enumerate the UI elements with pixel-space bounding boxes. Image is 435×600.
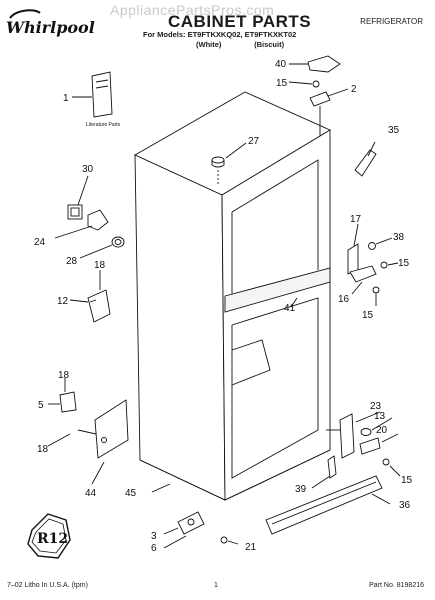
top-hinge-assembly: [307, 55, 341, 136]
callout-18-lower: 18: [37, 444, 49, 455]
callout-12: 12: [57, 296, 69, 307]
callout-38: 38: [393, 232, 405, 243]
center-hinge-assembly: [347, 242, 388, 294]
appliance-type: REFRIGERATOR: [360, 17, 423, 26]
callout-17: 17: [350, 214, 362, 225]
r12-badge-text: R12: [37, 531, 68, 547]
color-biscuit: (Biscuit): [254, 40, 285, 49]
footer-page-number: 1: [214, 582, 218, 589]
callout-21: 21: [245, 542, 257, 553]
footer-part-number: Part No. 8198216: [369, 582, 424, 589]
callout-35: 35: [388, 125, 400, 136]
svg-text:Whirlpool: Whirlpool: [6, 18, 95, 37]
callout-39: 39: [295, 484, 307, 495]
callout-16: 16: [338, 294, 350, 305]
cabinet-body: [134, 91, 331, 501]
callout-30: 30: [82, 164, 94, 175]
lower-right-hinge: [326, 413, 390, 466]
callout-13: 13: [374, 411, 386, 422]
callout-15-mid: 15: [398, 258, 410, 269]
footer-print-info: 7–02 Litho In U.S.A. (tpm): [7, 582, 88, 589]
whirlpool-logo: Whirlpool: [6, 9, 95, 37]
watermark-text: AppliancePartsPros.com: [110, 2, 275, 18]
callout-1: 1: [63, 93, 69, 104]
toe-grille-36: [265, 475, 383, 535]
callout-44: 44: [85, 488, 97, 499]
model-colors: (White) (Biscuit): [196, 40, 310, 49]
callout-24: 24: [34, 237, 46, 248]
callout-3: 3: [151, 531, 157, 542]
callout-36: 36: [399, 500, 411, 511]
callout-27: 27: [248, 136, 260, 147]
callout-20: 20: [376, 425, 388, 436]
literature-label: Literature Parts: [86, 122, 121, 128]
top-plug-27: [211, 156, 225, 186]
callout-18-mid: 18: [58, 370, 70, 381]
callout-45: 45: [125, 488, 137, 499]
r12-badge: R12: [27, 513, 71, 559]
callout-23: 23: [370, 401, 382, 412]
callout-15-bottom: 15: [401, 475, 413, 486]
bottom-hardware: [177, 511, 228, 544]
left-hinge-12: [87, 289, 111, 323]
page-title: CABINET PARTS: [168, 12, 312, 31]
part-39: [327, 455, 337, 479]
color-white: (White): [196, 40, 222, 49]
part-35: [354, 141, 377, 177]
literature-booklet: [91, 71, 113, 118]
callout-15-top: 15: [276, 78, 288, 89]
handle-hardware: [67, 204, 125, 248]
callout-6: 6: [151, 543, 157, 554]
callout-41: 41: [284, 303, 296, 314]
callout-15-low: 15: [362, 310, 374, 321]
callout-18-upper: 18: [94, 260, 106, 271]
callout-numbers: 1 2 3 5 6 12 13 15 15 15 15 16 17 18 18 …: [34, 59, 413, 554]
callout-28: 28: [66, 256, 78, 267]
model-numbers: For Models: ET9FTKXKQ02, ET9FTKXKT02: [143, 30, 297, 39]
callout-5: 5: [38, 400, 44, 411]
callout-40: 40: [275, 59, 287, 70]
lower-left-hinge: [59, 391, 129, 459]
callout-2: 2: [351, 84, 357, 95]
